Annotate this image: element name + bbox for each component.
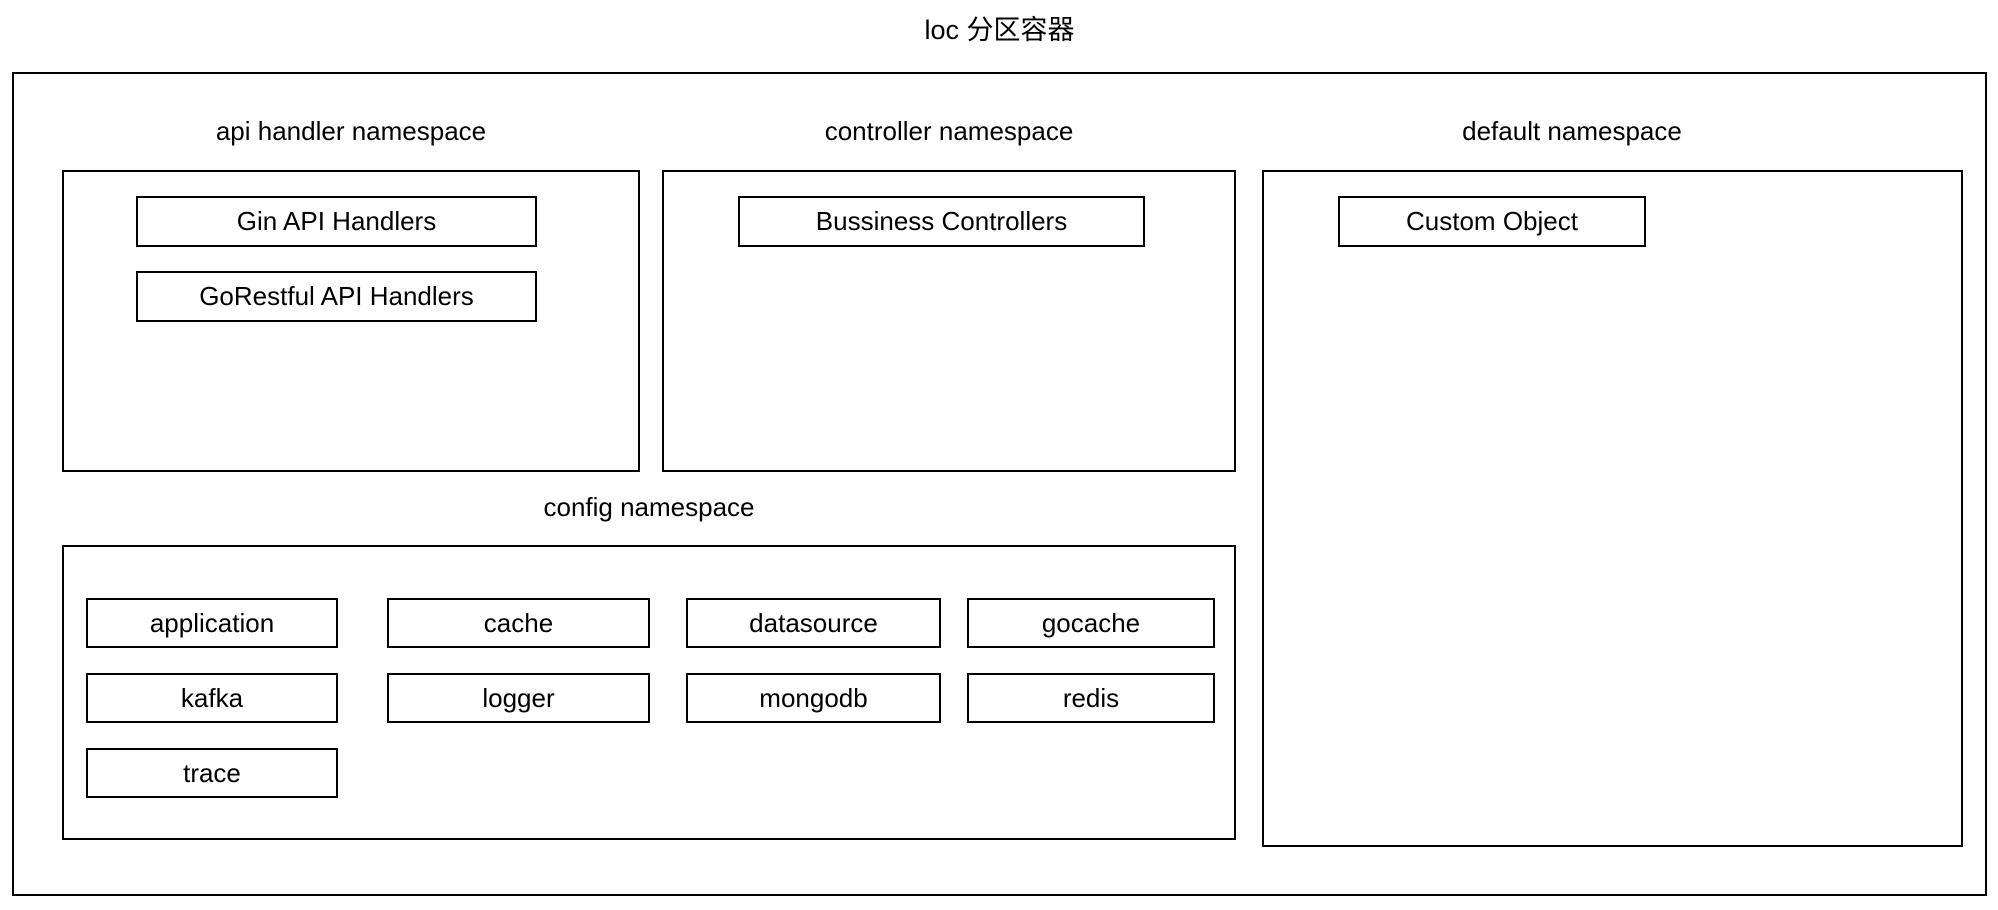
custom-object-box: Custom Object (1338, 196, 1646, 247)
default-namespace-label: default namespace (1462, 116, 1682, 146)
controller-namespace-label: controller namespace (824, 116, 1074, 146)
default-namespace-box (1262, 170, 1963, 847)
config-logger-box: logger (387, 673, 650, 723)
config-cache-box: cache (387, 598, 650, 648)
gorestful-api-handlers-box: GoRestful API Handlers (136, 271, 537, 322)
config-application-box: application (86, 598, 338, 648)
config-datasource-box: datasource (686, 598, 941, 648)
bussiness-controllers-box: Bussiness Controllers (738, 196, 1145, 247)
diagram-title: loc 分区容器 (924, 15, 1075, 45)
config-mongodb-box: mongodb (686, 673, 941, 723)
config-redis-box: redis (967, 673, 1215, 723)
config-namespace-label: config namespace (543, 492, 755, 522)
config-kafka-box: kafka (86, 673, 338, 723)
api-handler-namespace-label: api handler namespace (215, 116, 487, 146)
config-gocache-box: gocache (967, 598, 1215, 648)
gin-api-handlers-box: Gin API Handlers (136, 196, 537, 247)
config-trace-box: trace (86, 748, 338, 798)
